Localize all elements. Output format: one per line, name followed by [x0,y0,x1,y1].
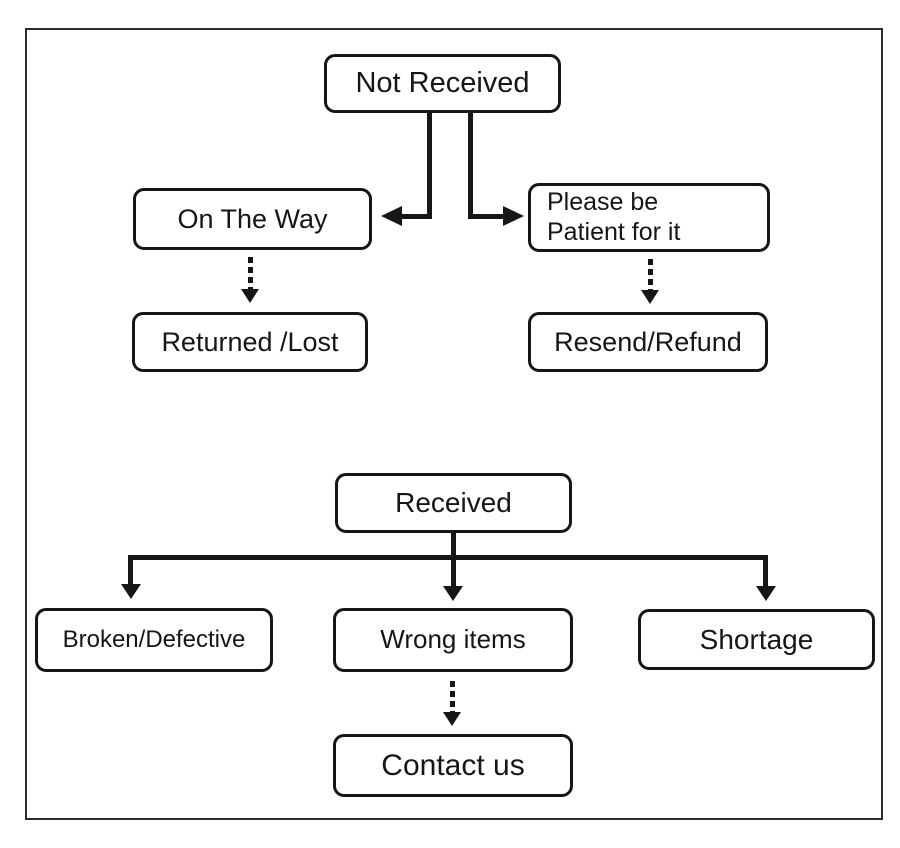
arrow-down-icon [641,290,659,304]
node-please-be-patient-line2: Patient for it [547,217,681,246]
node-please-be-patient: Please be Patient for it [528,183,770,252]
node-wrong-items: Wrong items [333,608,573,672]
edge-to-shortage-line [763,555,768,586]
arrow-down-icon [443,586,463,601]
node-broken-defective-label: Broken/Defective [62,625,246,653]
arrow-down-icon [756,586,776,601]
edge-not-received-right-stem [468,112,473,219]
edge-wrong-items-to-contact-us-dotted [450,681,455,712]
arrow-down-icon [241,289,259,303]
node-returned-lost: Returned /Lost [132,312,368,372]
node-on-the-way: On The Way [133,188,372,250]
node-not-received: Not Received [324,54,561,113]
arrow-left-icon [381,206,402,226]
node-shortage-label: Shortage [699,623,814,655]
edge-received-branch-bar [128,555,768,560]
edge-to-please-patient-line [468,214,505,219]
arrow-right-icon [503,206,524,226]
node-broken-defective: Broken/Defective [35,608,273,672]
node-not-received-label: Not Received [355,67,530,100]
node-contact-us: Contact us [333,734,573,797]
edge-to-broken-defective-line [128,555,133,584]
edge-please-patient-to-resend-refund-dotted [648,259,653,290]
edge-on-the-way-to-returned-lost-dotted [248,257,253,289]
edge-not-received-left-stem [427,112,432,219]
node-received: Received [335,473,572,533]
node-contact-us-label: Contact us [381,748,525,782]
node-on-the-way-label: On The Way [177,203,328,234]
node-received-label: Received [395,487,512,519]
edge-to-on-the-way-line [399,214,432,219]
node-shortage: Shortage [638,609,875,670]
node-wrong-items-label: Wrong items [380,624,526,655]
node-resend-refund: Resend/Refund [528,312,768,372]
arrow-down-icon [121,584,141,599]
node-returned-lost-label: Returned /Lost [161,326,339,357]
arrow-down-icon [443,712,461,726]
node-please-be-patient-line1: Please be [547,188,659,216]
node-resend-refund-label: Resend/Refund [554,326,742,357]
